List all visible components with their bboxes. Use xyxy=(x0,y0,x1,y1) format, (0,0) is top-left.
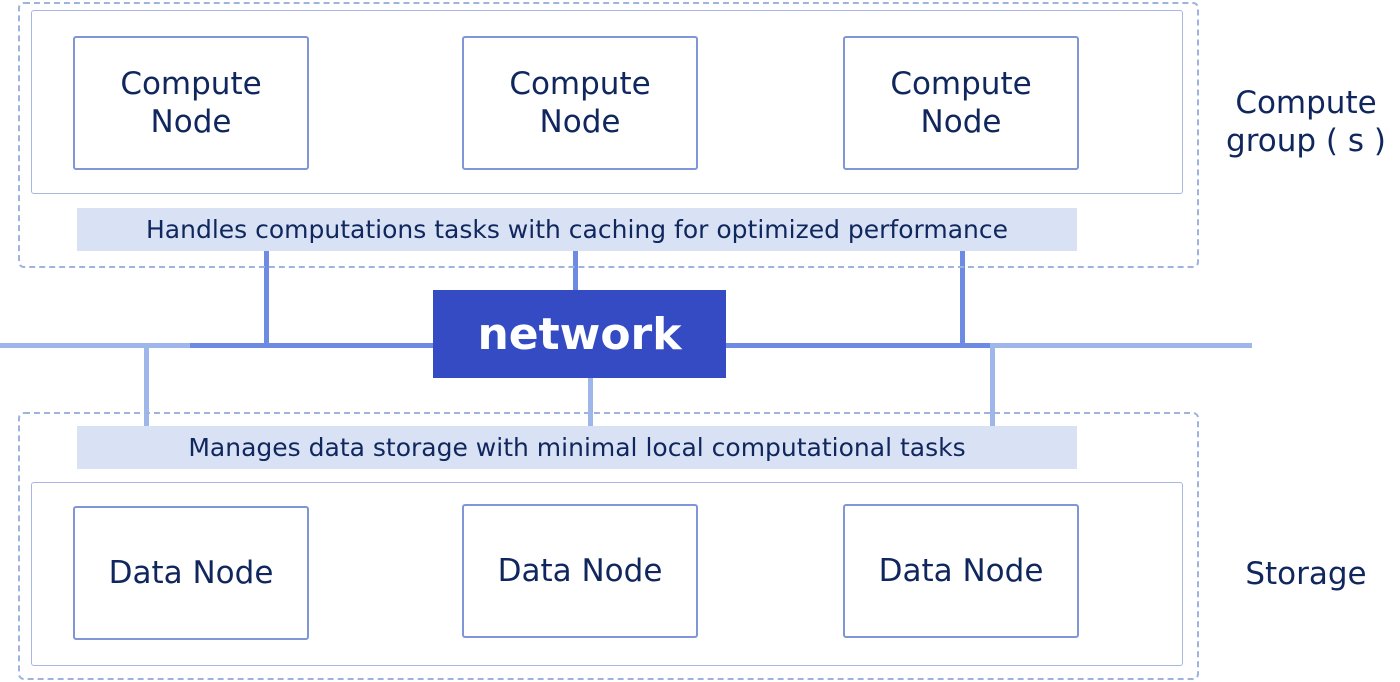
data-node-1: Data Node xyxy=(73,506,309,640)
compute-group-label: Compute group ( s ) xyxy=(1226,85,1386,159)
network-bus-left-inner xyxy=(190,343,440,348)
data-node-3: Data Node xyxy=(843,504,1079,638)
storage-link-right xyxy=(990,343,995,427)
storage-group-container xyxy=(18,412,1199,680)
compute-link-center xyxy=(573,250,578,292)
storage-group-label: Storage xyxy=(1245,556,1367,592)
compute-link-right xyxy=(960,250,965,348)
storage-link-center xyxy=(588,376,593,427)
compute-node-3: Compute Node xyxy=(843,36,1079,170)
network-box: network xyxy=(433,290,726,378)
compute-group-container xyxy=(18,2,1199,268)
storage-description-band: Manages data storage with minimal local … xyxy=(77,426,1077,469)
storage-link-left xyxy=(144,343,149,427)
compute-node-2: Compute Node xyxy=(462,36,698,170)
compute-link-left xyxy=(264,250,269,348)
compute-node-1: Compute Node xyxy=(73,36,309,170)
compute-description-band: Handles computations tasks with caching … xyxy=(77,208,1077,251)
data-node-2: Data Node xyxy=(462,504,698,638)
network-bus-right-inner xyxy=(720,343,992,348)
